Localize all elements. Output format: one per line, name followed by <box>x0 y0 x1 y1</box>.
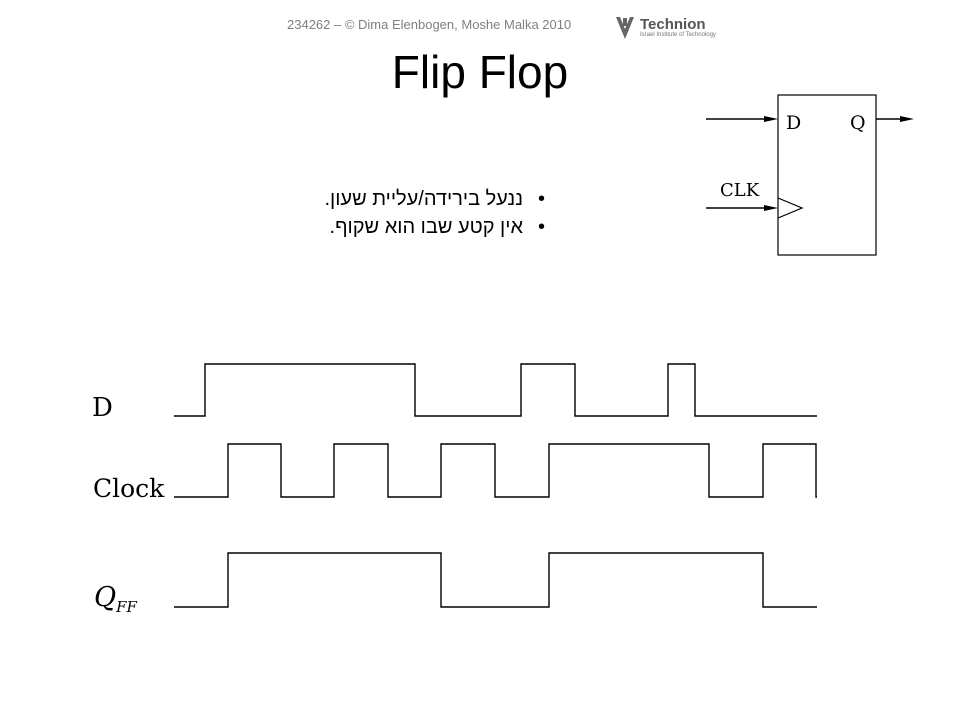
pin-d-label: D <box>786 112 801 134</box>
flipflop-box <box>777 94 877 256</box>
clk-input-arrow <box>764 205 778 211</box>
q-output-arrow <box>900 116 914 122</box>
waveform-qff <box>174 552 817 608</box>
slide-header: 234262 – © Dima Elenbogen, Moshe Malka 2… <box>0 14 960 44</box>
bullet-list: ננעל בירידה/עליית שעון. אין קטע שבו הוא … <box>200 185 545 241</box>
bullet-item: אין קטע שבו הוא שקוף. <box>200 213 545 241</box>
qff-main: Q <box>94 582 116 613</box>
signal-label-d: D <box>92 393 113 423</box>
waveform-d <box>174 363 817 417</box>
slide-title: Flip Flop <box>391 46 569 98</box>
waveform-clock <box>174 443 817 498</box>
pin-q-label: Q <box>850 112 866 134</box>
clock-edge-triangle <box>777 197 804 219</box>
technion-logo: Technion Israel Institute of Technology <box>614 14 716 42</box>
technion-emblem-icon <box>616 17 634 39</box>
bullet-item: ננעל בירידה/עליית שעון. <box>200 185 545 213</box>
logo-word: Technion <box>640 15 706 33</box>
header-copyright: 234262 – © Dima Elenbogen, Moshe Malka 2… <box>287 17 572 32</box>
flipflop-diagram: D Q CLK <box>706 94 914 256</box>
logo-subtext: Israel Institute of Technology <box>640 31 716 38</box>
qff-subscript: FF <box>115 598 137 616</box>
signal-label-qff: QFF <box>94 582 138 616</box>
signal-label-clock: Clock <box>93 474 165 503</box>
pin-clk-label: CLK <box>720 180 760 201</box>
waveform-group <box>174 363 817 608</box>
d-input-arrow <box>764 116 778 122</box>
